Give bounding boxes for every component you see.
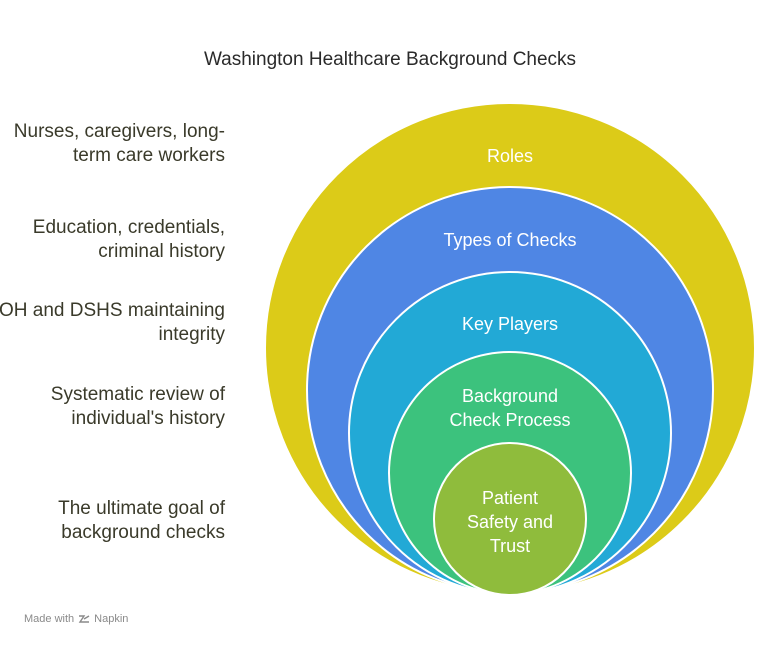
made-with-napkin-footer: Made with Napkin [24,613,128,625]
circle-patient-safety [433,442,587,596]
description-background-check-process: Systematic review of individual's histor… [50,384,225,429]
label-types-of-checks: Types of Checks [443,230,577,250]
description-roles: Nurses, caregivers, long-term care worke… [13,121,225,166]
label-patient-safety: Patient Safety and Trust [466,488,554,556]
diagram-title: Washington Healthcare Background Checks [203,49,577,70]
footer-prefix: Made with [24,613,75,625]
description-key-players: DOH and DSHS maintaining integrity [0,300,225,345]
label-roles: Roles [486,146,534,166]
footer-brand: Napkin [94,613,129,625]
description-patient-safety: The ultimate goal of background checks [58,498,225,543]
label-key-players: Key Players [461,314,559,334]
label-background-check-process: Background Check Process [449,386,571,430]
napkin-logo-icon [78,615,90,623]
description-types-of-checks: Education, credentials, criminal history [32,217,225,262]
